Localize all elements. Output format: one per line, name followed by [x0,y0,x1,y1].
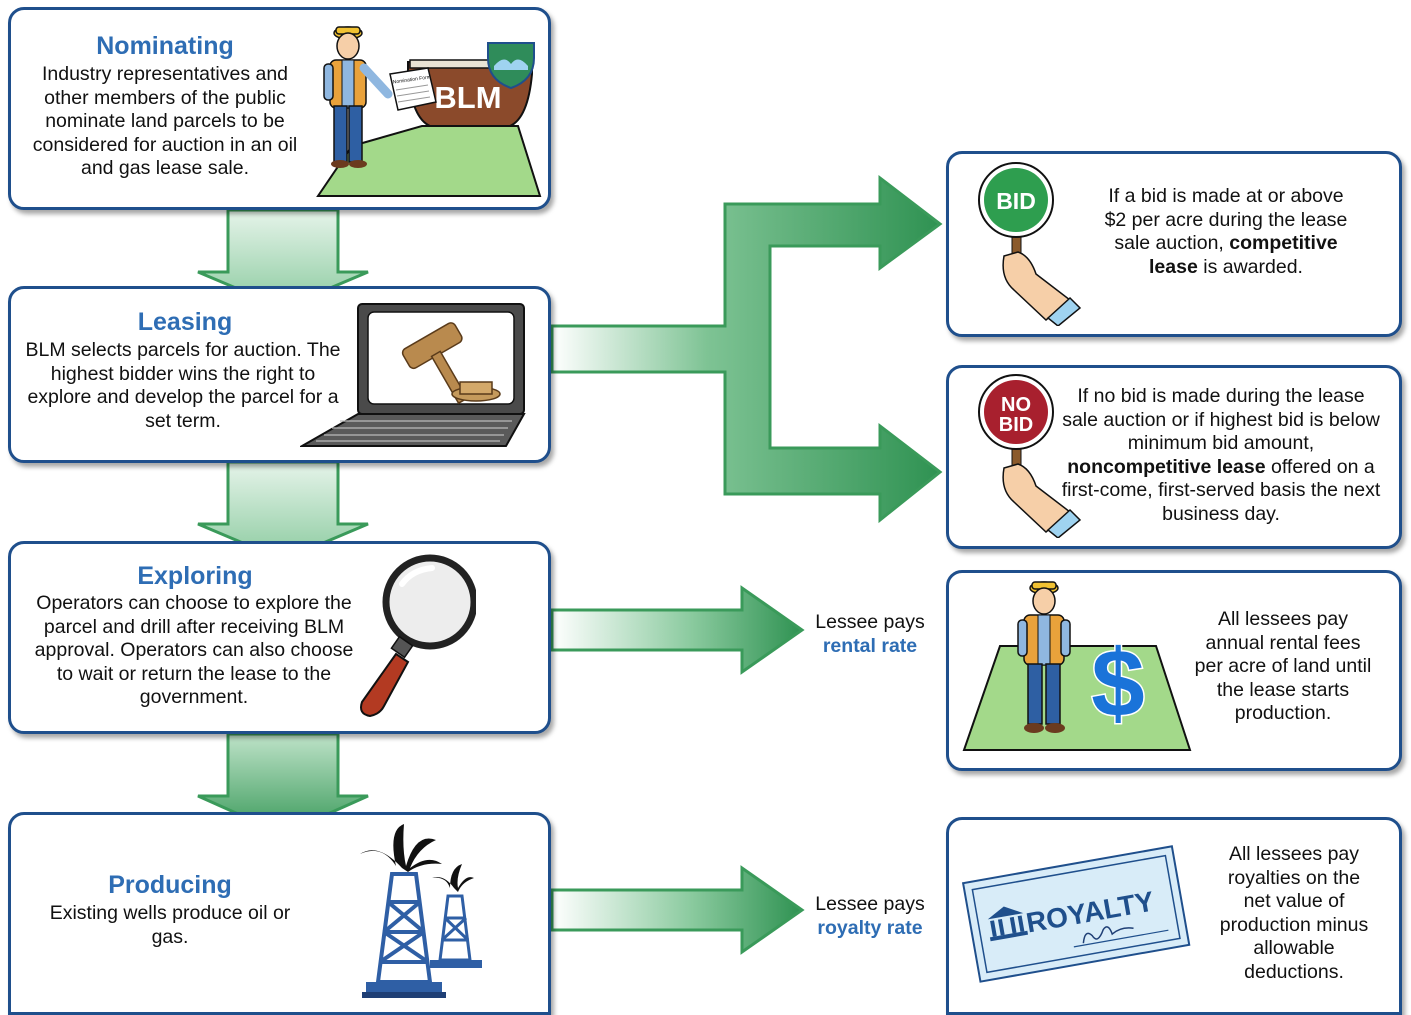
oil-derrick-icon [360,824,482,998]
outcome-text-bid: If a bid is made at or above $2 per acre… [1095,185,1357,279]
stage-title-nominating: Nominating [96,32,234,60]
no-bid-text-bold: noncompetitive lease [1067,455,1266,478]
bid-paddle-label: BID [996,188,1036,214]
signature-icon [1082,926,1134,944]
stage-desc-nominating: Industry representatives and other membe… [32,63,298,179]
no-bid-text-after: offered on a first-come, first-served ba… [1061,455,1381,525]
worker-icon [323,26,393,168]
outcome-text-royalty: All lessees pay royalties on the net val… [1219,843,1369,983]
worker-icon [1017,581,1071,733]
stage-title-producing: Producing [108,871,232,899]
royalty-pay-label: Lessee pays royalty rate [802,892,938,940]
stage-title-leasing: Leasing [137,308,233,336]
outcome-text-rental: All lessees pay annual rental fees per a… [1194,608,1372,724]
stage-desc-leasing: BLM selects parcels for auction. The hig… [25,339,341,432]
bank-icon [987,906,1029,942]
outcome-text-no-bid: If no bid is made during the lease sale … [1058,385,1384,526]
branch-arrow-leasing-outcomes [550,174,943,524]
nomination-form-icon: Nomination Form [389,67,437,111]
dollar-sign-icon: $ [1091,630,1144,737]
royalty-check-icon: ROYALTY [961,845,1191,983]
magnifying-glass-icon [360,554,476,718]
no-bid-paddle-icon: NO BID [978,374,1082,538]
no-bid-text-before: If no bid is made during the lease sale … [1062,385,1380,454]
no-bid-paddle-label-2: BID [999,414,1033,436]
no-bid-paddle-label-1: NO [1001,394,1031,416]
stage-desc-producing: Existing wells produce oil or gas. [49,902,291,948]
nomination-form-label: Nomination Form [392,74,431,85]
stage-title-exploring: Exploring [137,562,253,590]
blm-sign-label: BLM [434,80,501,115]
laptop-gavel-icon [300,303,526,447]
nominating-illustration: BLM Nomination Form [316,26,542,197]
rental-pay-term: rental rate [822,635,918,657]
bid-text-before: If a bid is made at or above $2 per acre… [1104,185,1348,254]
blm-sign-icon: BLM [407,42,535,127]
rental-illustration: $ [962,581,1192,751]
bid-paddle-icon: BID [978,162,1082,326]
arrow-exploring-to-rental [550,585,805,675]
royalty-pay-term: royalty rate [817,917,923,939]
arrow-producing-to-royalty [550,865,805,955]
stage-desc-exploring: Operators can choose to explore the parc… [34,592,354,708]
rental-pay-prefix: Lessee pays [815,611,925,633]
bid-text-after: is awarded. [1203,255,1303,278]
bid-text-bold: competitive lease [1149,232,1338,278]
rental-pay-label: Lessee pays rental rate [802,610,938,658]
royalty-pay-prefix: Lessee pays [815,893,925,915]
